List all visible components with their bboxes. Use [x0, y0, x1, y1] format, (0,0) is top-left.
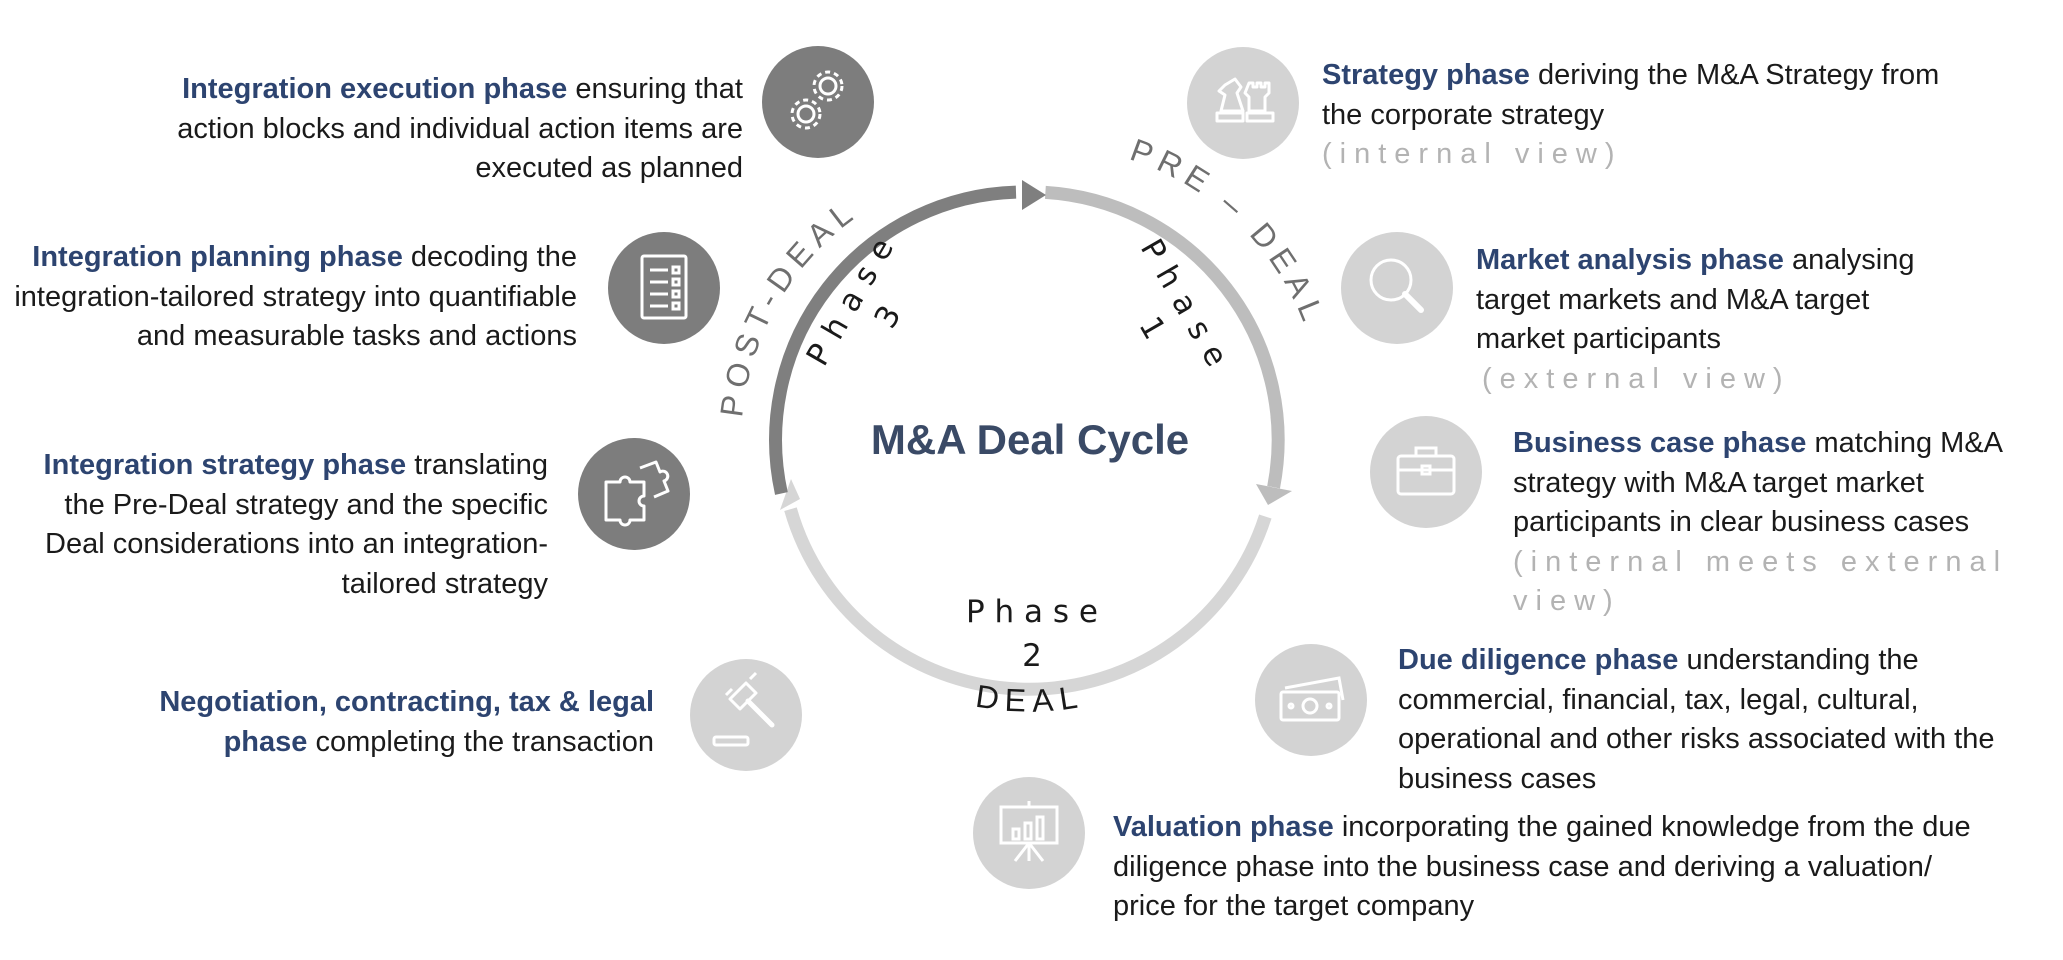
magnifier-icon — [1341, 232, 1453, 344]
banknotes-icon — [1255, 644, 1367, 756]
business-case-desc: matching M&A strategy with M&A target ma… — [1513, 427, 2002, 538]
deal-label: DEAL — [973, 678, 1086, 719]
valuation-text: Valuation phase incorporating the gained… — [1113, 808, 1993, 927]
negotiation-title: Negotiation, contracting, tax & legal ph… — [159, 686, 654, 758]
chess-icon — [1187, 47, 1299, 159]
negotiation-desc: completing the transaction — [307, 725, 654, 758]
business-case-view: (internal meets external view) — [1513, 545, 2009, 618]
puzzle-icon — [578, 438, 690, 550]
phase2-word: P h a s e — [966, 594, 1098, 630]
pre-deal-arc — [1044, 185, 1285, 489]
negotiation-text: Negotiation, contracting, tax & legal ph… — [140, 683, 654, 762]
phase1-number: 1 — [1131, 310, 1172, 345]
deal-arc — [784, 507, 1272, 696]
integration-planning-title: Integration planning phase — [32, 241, 403, 273]
pre-deal-arrowhead — [1256, 484, 1292, 505]
integration-strategy-desc: translating the Pre-Deal strategy and th… — [45, 449, 548, 600]
market-analysis-view: (external view) — [1482, 362, 1791, 395]
market-analysis-desc: analysing target markets and M&A target … — [1476, 244, 1915, 355]
deal-arrowhead — [780, 479, 800, 510]
presentation-chart-icon — [973, 777, 1085, 889]
business-case-title: Business case phase — [1513, 427, 1807, 459]
valuation-desc: incorporating the gained knowledge from … — [1113, 811, 1971, 922]
integration-strategy-title: Integration strategy phase — [43, 449, 407, 481]
valuation-title: Valuation phase — [1113, 811, 1334, 843]
integration-planning-text: Integration planning phase decoding the … — [14, 238, 577, 357]
strategy-phase-text: Strategy phase deriving the M&A Strategy… — [1322, 56, 1942, 175]
business-case-text: Business case phase matching M&A strateg… — [1513, 424, 2033, 622]
briefcase-icon — [1370, 416, 1482, 528]
integration-strategy-text: Integration strategy phase translating t… — [20, 446, 548, 604]
integration-planning-desc: decoding the integration-tailored strate… — [14, 241, 577, 352]
strategy-phase-title: Strategy phase — [1322, 59, 1530, 91]
due-diligence-text: Due diligence phase understanding the co… — [1398, 641, 2038, 799]
integration-execution-desc: ensuring that action blocks and individu… — [177, 73, 743, 184]
due-diligence-title: Due diligence phase — [1398, 644, 1679, 676]
due-diligence-desc: understanding the commercial, financial,… — [1398, 644, 1995, 795]
phase2-number: 2 — [1022, 638, 1042, 674]
gavel-icon — [690, 659, 802, 771]
phase3-number: 3 — [867, 299, 908, 334]
market-analysis-title: Market analysis phase — [1476, 244, 1784, 276]
post-deal-arc — [769, 185, 1017, 495]
integration-execution-title: Integration execution phase — [182, 73, 568, 105]
market-analysis-text: Market analysis phase analysing target m… — [1476, 241, 1956, 399]
integration-execution-text: Integration execution phase ensuring tha… — [100, 70, 743, 189]
gears-icon — [762, 46, 874, 158]
center-title: M&A Deal Cycle — [871, 416, 1189, 463]
strategy-phase-desc: deriving the M&A Strategy from the corpo… — [1322, 59, 1940, 131]
checklist-icon — [608, 232, 720, 344]
post-deal-arrowhead — [1022, 180, 1046, 210]
strategy-phase-view: (internal view) — [1322, 138, 1623, 170]
